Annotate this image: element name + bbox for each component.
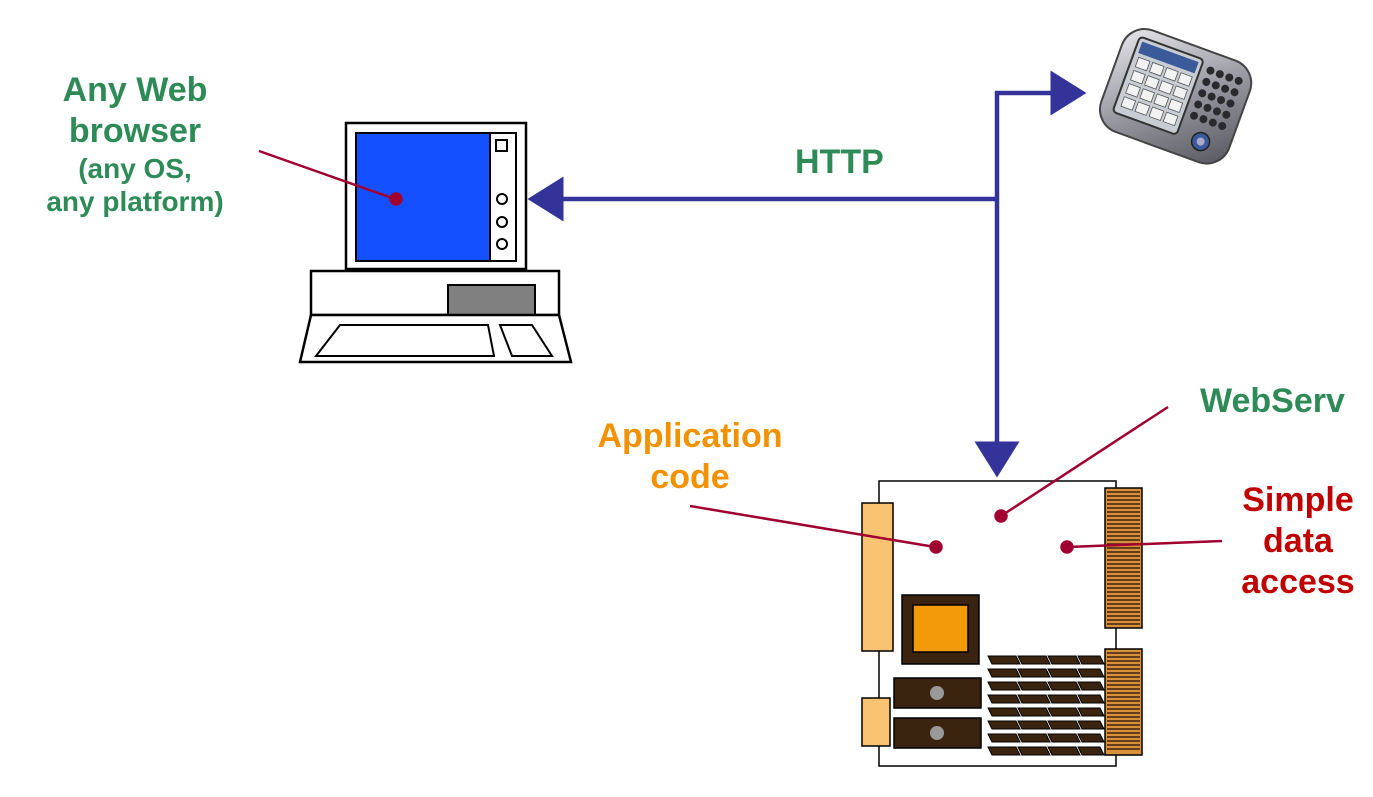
leader-application bbox=[689, 504, 936, 549]
browser-label-line4: any platform) bbox=[46, 186, 224, 218]
application-label-line2: code bbox=[650, 457, 730, 496]
data-label-line3: access bbox=[1241, 562, 1355, 601]
data-label-line1: Simple bbox=[1242, 481, 1354, 519]
connector-lower bbox=[1104, 648, 1143, 756]
browser-label-line2: browser bbox=[68, 111, 202, 150]
browser-label-line3: (any OS, bbox=[78, 152, 192, 184]
application-label-line1: Application bbox=[597, 417, 783, 455]
http-label: HTTP bbox=[795, 143, 884, 181]
data-label-line2: data bbox=[1263, 521, 1333, 560]
leader-data bbox=[1067, 539, 1223, 549]
http-connection bbox=[527, 70, 1087, 478]
browser-label-line1: Any Web bbox=[62, 71, 208, 109]
browser-label: Any Web browser (any OS, any platform) bbox=[20, 70, 250, 219]
connector-upper bbox=[1104, 487, 1143, 629]
arrow-to-pda bbox=[994, 70, 1087, 199]
embedded-board-icon bbox=[861, 480, 1143, 767]
leader-browser bbox=[258, 149, 396, 201]
leader-lines bbox=[258, 149, 1223, 554]
application-code-label: Application code bbox=[590, 416, 790, 498]
simple-data-access-label: Simple data access bbox=[1228, 480, 1368, 602]
webserv-label: WebServ bbox=[1200, 382, 1345, 420]
desktop-computer-icon bbox=[298, 121, 573, 364]
leader-webserv bbox=[1000, 405, 1169, 518]
pda-device-icon bbox=[1098, 28, 1253, 165]
